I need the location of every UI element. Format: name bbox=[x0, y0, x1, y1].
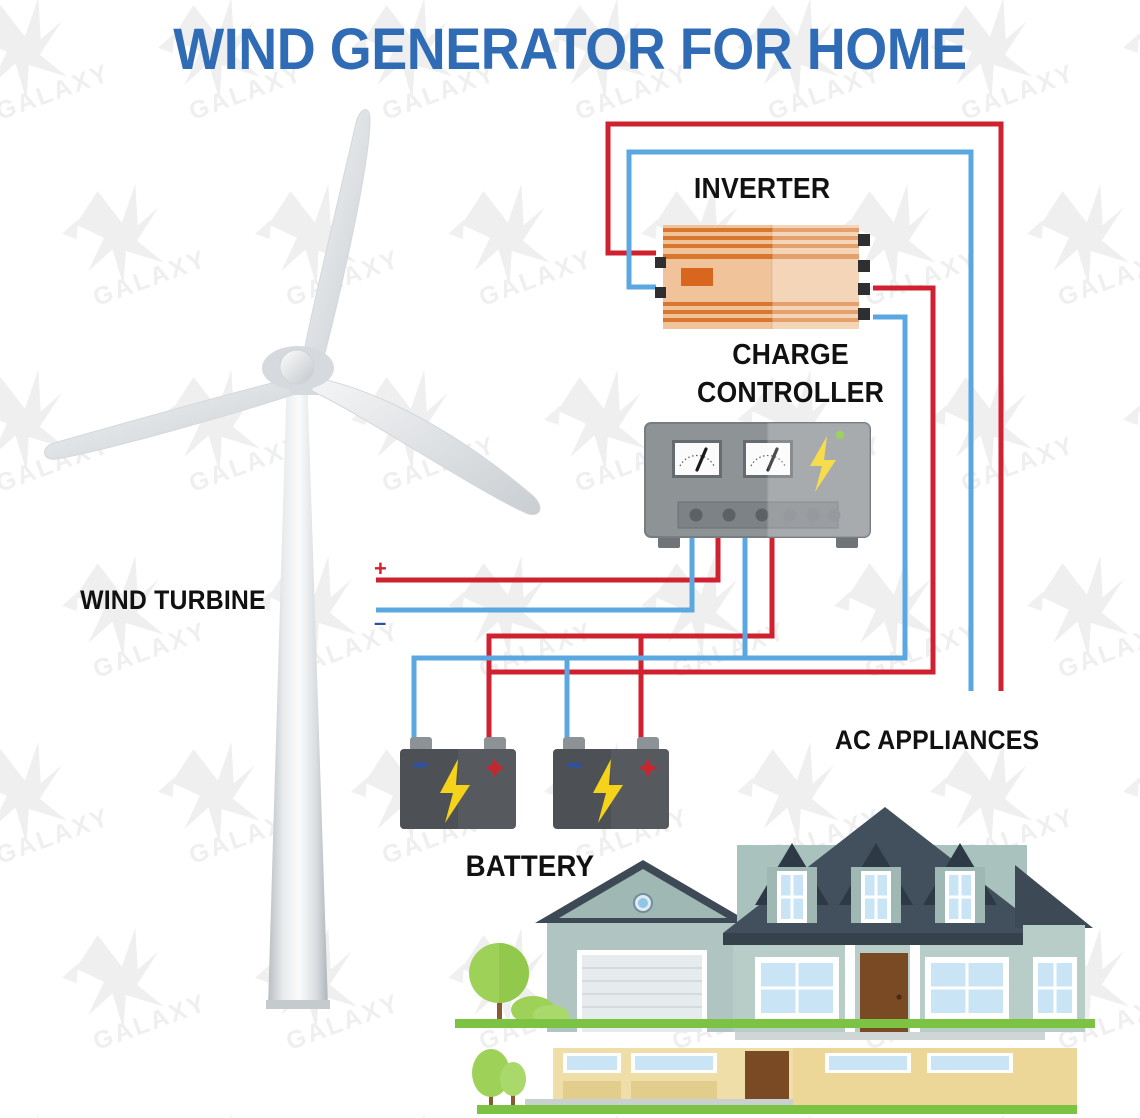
label-charge-controller-line1: CHARGE bbox=[732, 339, 849, 371]
battery-positive-mark bbox=[638, 758, 658, 778]
lightning-bolt-icon bbox=[440, 759, 470, 823]
controller-foot-right bbox=[836, 536, 858, 548]
label-charge-controller-line2: CONTROLLER bbox=[697, 377, 885, 409]
battery-positive-mark bbox=[485, 758, 505, 778]
label-battery: BATTERY bbox=[465, 850, 595, 883]
grass-line-lower bbox=[477, 1105, 1077, 1114]
battery-negative-mark bbox=[567, 763, 581, 767]
label-inverter: INVERTER bbox=[693, 173, 831, 205]
label-ac-appliances: AC APPLIANCES bbox=[834, 725, 1040, 755]
label-charge-controller: CHARGE CONTROLLER bbox=[697, 336, 884, 412]
controller-foot-left bbox=[658, 536, 680, 548]
label-wind-turbine: WIND TURBINE bbox=[80, 585, 266, 615]
grass-line-upper bbox=[455, 1019, 1095, 1028]
dormers bbox=[755, 843, 997, 923]
charge-controller[interactable] bbox=[640, 418, 875, 558]
page-title: WIND GENERATOR FOR HOME bbox=[173, 17, 967, 82]
battery-negative-mark bbox=[414, 763, 428, 767]
second-house-strip bbox=[472, 1048, 1077, 1116]
inverter[interactable] bbox=[655, 220, 875, 335]
negative-polarity-mark: – bbox=[374, 610, 387, 635]
positive-polarity-mark: + bbox=[374, 556, 387, 581]
